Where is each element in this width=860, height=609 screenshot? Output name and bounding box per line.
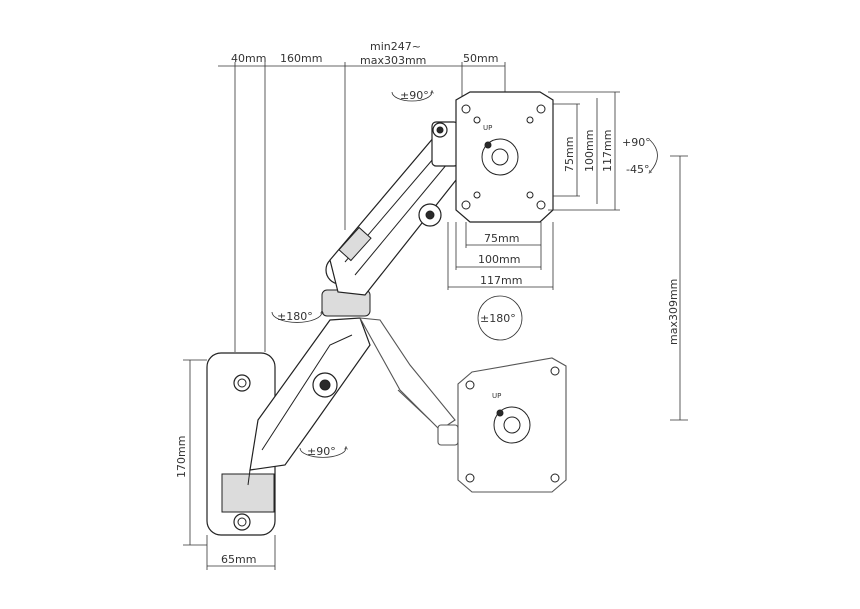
rotation-arrow-mid [271,309,324,323]
wall-bracket [206,352,276,536]
dim-right-75mm: 75mm [563,137,576,172]
top-extension-lines [218,62,506,352]
tilt-arrow [648,139,658,174]
ghost-rotated-arm [359,317,459,446]
dim-min247: min247~ [370,40,421,53]
width-dimension-65 [206,535,276,570]
rot-mid-180: ±180° [277,310,313,323]
tilt-up-90: +90° [622,136,651,149]
height-dimension-309 [670,155,688,421]
dim-right-100mm: 100mm [583,130,596,172]
rot-bottom-90: ±90° [307,445,336,458]
rot-plate-180: ±180° [480,312,516,325]
dim-50mm: 50mm [463,52,498,65]
dim-right-117mm: 117mm [601,130,614,172]
dim-bottom-75mm: 75mm [484,232,519,245]
rotation-arrow-bottom [299,445,348,458]
height-dimension-170 [183,359,207,546]
tilt-head [431,121,459,167]
ghost-plate-up-label: UP [492,392,501,400]
bottom-dimension-lines [447,222,554,290]
dim-160mm: 160mm [280,52,322,65]
dim-65mm: 65mm [221,553,256,566]
rotation-arrow-plate [477,295,523,341]
rot-top-90: ±90° [400,89,429,102]
tilt-down-45: -45° [626,163,649,176]
rotation-arrow-top [391,89,434,102]
dim-bottom-100mm: 100mm [478,253,520,266]
lower-arm [247,317,371,486]
right-dimension-lines [548,91,620,211]
dim-bottom-117mm: 117mm [480,274,522,287]
vesa-plate-main [455,91,554,223]
dim-40mm: 40mm [231,52,266,65]
vesa-plate-ghost [457,357,567,493]
plate-up-label: UP [483,124,492,132]
dim-max309mm: max309mm [667,279,680,345]
dim-170mm: 170mm [175,436,188,478]
dim-max303mm: max303mm [360,54,426,67]
